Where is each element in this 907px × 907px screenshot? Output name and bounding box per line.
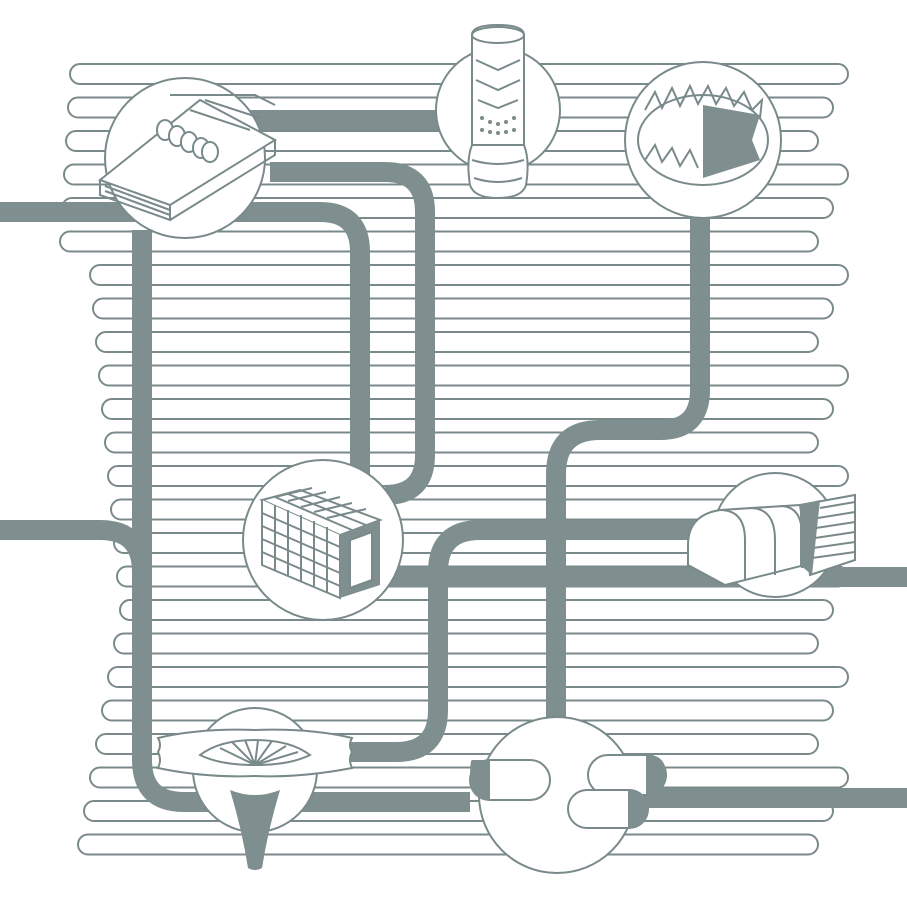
stripe	[63, 163, 849, 186]
stripe	[65, 130, 819, 152]
pipe-left-vertical	[132, 230, 470, 812]
stripe	[77, 833, 819, 856]
stripe	[69, 63, 849, 85]
stripe	[101, 699, 834, 722]
pipe-jaw-down	[546, 210, 710, 740]
pipe-to-tunnel	[330, 520, 740, 762]
stripe	[95, 331, 819, 353]
pipe-left-upper	[0, 202, 370, 480]
bottle-trap-icon	[435, 23, 561, 200]
stripe	[98, 364, 849, 387]
funnel-trap-icon	[156, 707, 354, 870]
stripe	[89, 766, 849, 789]
tunnel-trap-icon	[687, 472, 856, 598]
pipe-network	[0, 110, 907, 812]
stripe	[89, 264, 849, 286]
stripe	[113, 632, 819, 655]
stripe	[107, 465, 849, 487]
stripe	[67, 96, 834, 119]
stripe	[92, 297, 834, 320]
pipe-left-lower	[0, 520, 152, 573]
stripe	[101, 398, 834, 420]
capsule-trap-icon	[469, 716, 667, 874]
stripe	[59, 230, 819, 253]
stripe	[119, 599, 834, 621]
stripe	[95, 733, 819, 755]
stripe	[104, 431, 819, 454]
cage-trap-icon	[242, 459, 404, 621]
stripe	[107, 666, 849, 688]
jaw-trap-icon	[624, 61, 782, 219]
mousetrap-icon	[97, 77, 278, 239]
